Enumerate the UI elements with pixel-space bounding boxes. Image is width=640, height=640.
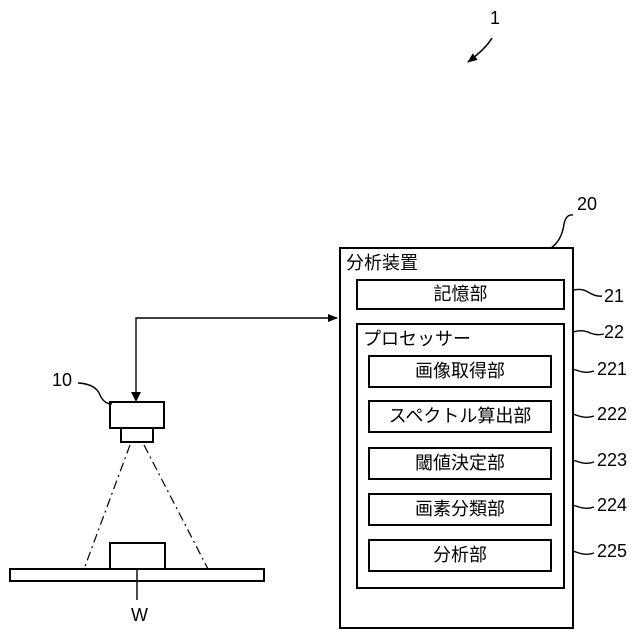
unit-label: スペクトル算出部 — [370, 407, 550, 427]
workpiece — [110, 543, 165, 569]
processor-ref-number: 22 — [604, 322, 624, 342]
camera-ref-leader — [78, 383, 112, 404]
camera-lens — [121, 428, 153, 442]
unit-image-acquisition: 画像取得部 — [368, 355, 552, 388]
analyzer-ref-leader — [551, 215, 573, 248]
unit-pixel-classification: 画素分類部 — [368, 493, 552, 526]
system-ref-arrow — [468, 38, 492, 62]
analyzer-ref-number: 20 — [577, 194, 597, 214]
camera-input-arrowhead — [131, 392, 141, 402]
camera-to-analyzer-connection — [136, 318, 337, 400]
storage-ref-number: 21 — [604, 286, 624, 306]
unit-spectrum-calculation: スペクトル算出部 — [368, 400, 552, 433]
storage-label: 記憶部 — [358, 285, 563, 305]
unit-ref-number: 225 — [597, 541, 627, 561]
camera-body — [110, 402, 164, 428]
unit-label: 画素分類部 — [370, 500, 550, 520]
unit-label: 画像取得部 — [370, 362, 550, 382]
unit-ref-number: 221 — [597, 359, 627, 379]
workpiece-label: W — [131, 605, 148, 625]
camera-ref-number: 10 — [52, 370, 72, 390]
unit-ref-number: 223 — [597, 450, 627, 470]
unit-threshold-determination: 閾値決定部 — [368, 447, 552, 480]
unit-analysis: 分析部 — [368, 539, 552, 572]
unit-label: 閾値決定部 — [370, 454, 550, 474]
system-ref-number: 1 — [490, 8, 500, 28]
unit-ref-number: 222 — [597, 404, 627, 424]
unit-ref-number: 224 — [597, 495, 627, 515]
analyzer-title: 分析装置 — [346, 254, 418, 274]
storage-box: 記憶部 — [356, 279, 565, 310]
unit-label: 分析部 — [370, 546, 550, 566]
processor-label: プロセッサー — [363, 330, 471, 350]
